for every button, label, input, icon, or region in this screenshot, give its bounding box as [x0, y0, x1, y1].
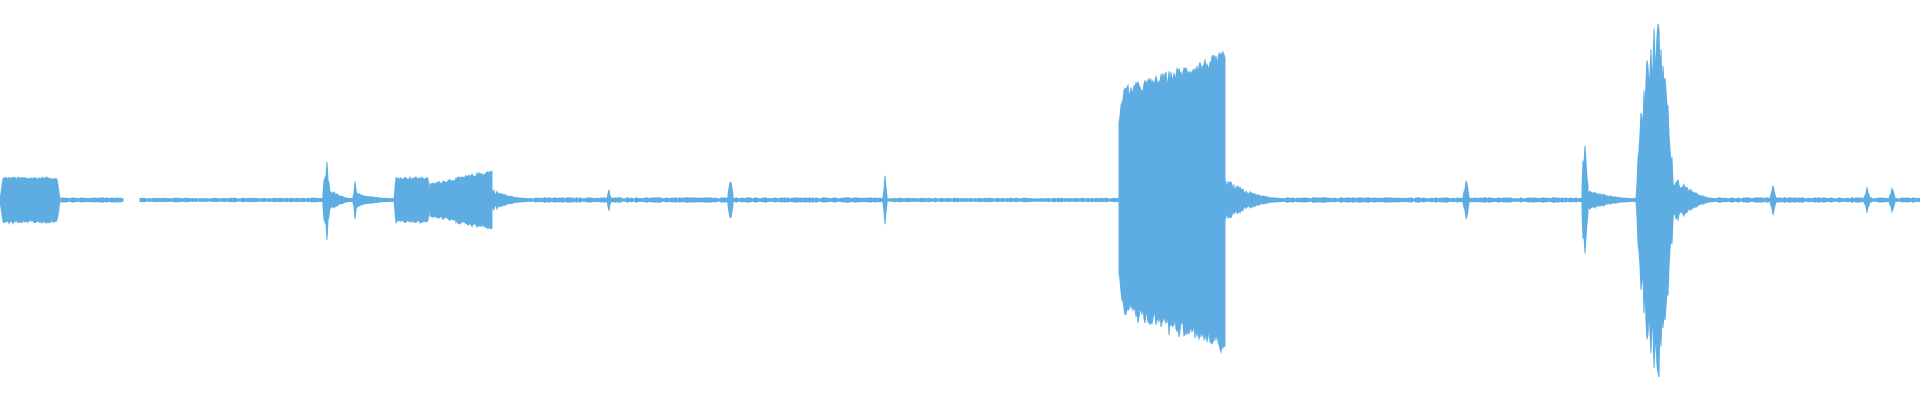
- waveform-segment: [1285, 196, 1464, 204]
- waveform-segment: [1863, 187, 1871, 213]
- waveform-segment: [0, 175, 61, 225]
- waveform-segment: [529, 196, 608, 204]
- waveform-segment: [1468, 197, 1583, 204]
- waveform-segment: [59, 196, 124, 204]
- waveform-segment: [393, 175, 431, 225]
- waveform-segment: [429, 169, 493, 230]
- waveform-segment: [139, 197, 324, 203]
- waveform-segment: [732, 197, 884, 204]
- waveform-segment: [1717, 197, 1771, 203]
- waveform-segment: [322, 161, 331, 240]
- waveform-segment: [352, 181, 358, 219]
- waveform-segment: [1775, 196, 1865, 204]
- waveform-segment: [491, 188, 531, 212]
- waveform-segment: [1118, 50, 1226, 354]
- waveform-segment: [1462, 180, 1470, 220]
- waveform-segment: [1581, 145, 1589, 254]
- waveform-segment: [356, 191, 395, 209]
- waveform-segment: [1769, 185, 1777, 216]
- waveform-segment: [1635, 23, 1675, 378]
- waveform-segment: [1673, 179, 1719, 222]
- waveform-segment: [882, 175, 888, 225]
- waveform-segment: [329, 190, 354, 210]
- waveform-segment: [1224, 179, 1287, 221]
- waveform-segment: [1888, 186, 1896, 214]
- waveform-segment: [1869, 197, 1890, 203]
- waveform-segment: [606, 189, 612, 211]
- waveform-segment: [1587, 190, 1637, 211]
- waveform-segment: [727, 181, 734, 219]
- waveform-segment: [886, 197, 1120, 203]
- waveform-segment: [1894, 197, 1920, 203]
- waveform-segment: [610, 196, 729, 204]
